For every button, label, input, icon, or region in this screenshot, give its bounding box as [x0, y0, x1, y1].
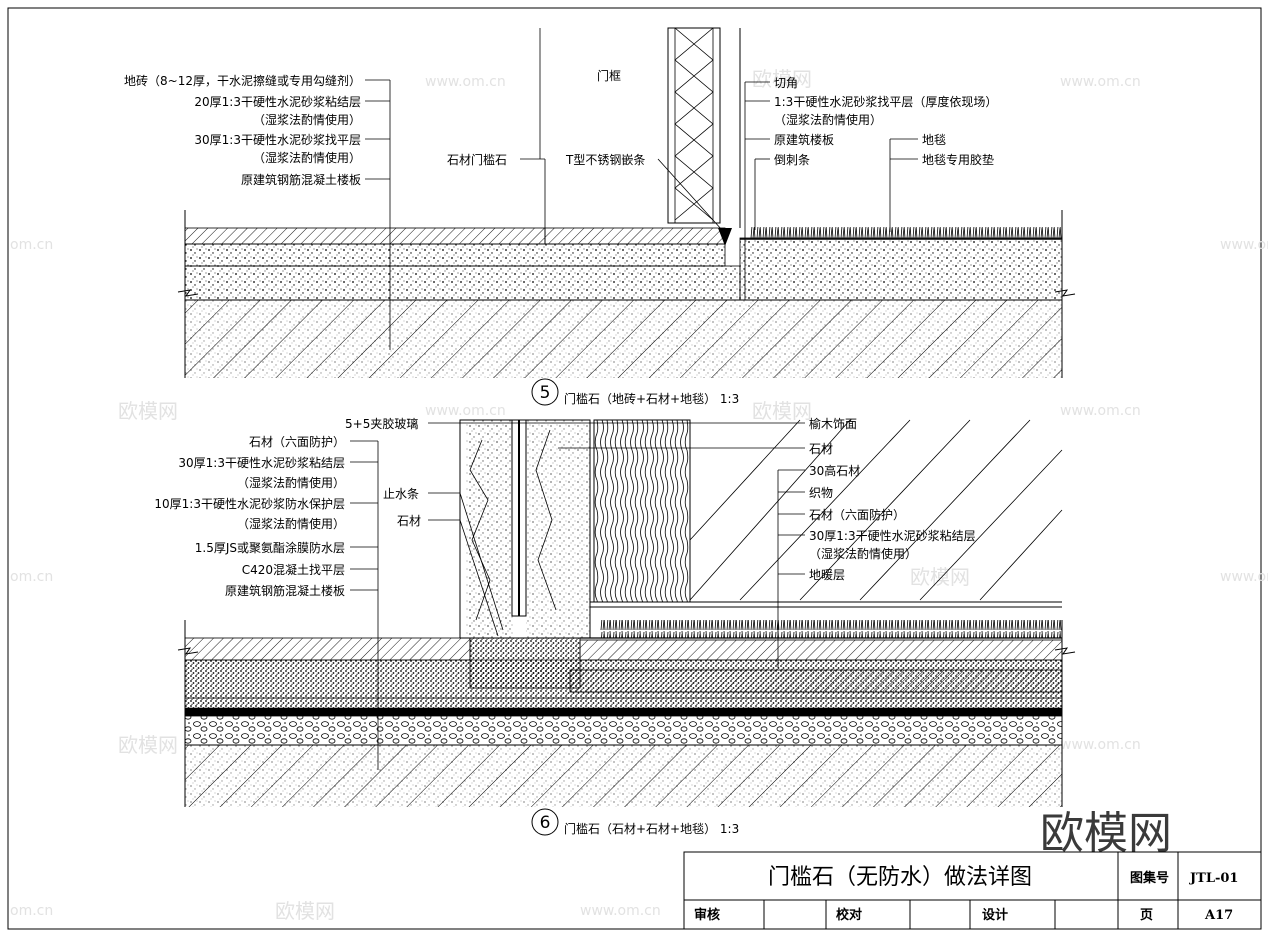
- label-note: （湿浆法酌情使用）: [253, 112, 361, 127]
- label-note: （湿浆法酌情使用）: [774, 112, 882, 127]
- detail6-number: 6: [540, 813, 551, 833]
- label-orig-slab: 原建筑楼板: [774, 132, 834, 147]
- watermark-brand: 欧模网: [118, 733, 178, 757]
- detail5-number: 5: [540, 383, 551, 403]
- page-number: A17: [1204, 908, 1233, 923]
- watermark-site: om.cn: [10, 237, 53, 253]
- label-carpet: 地毯: [922, 133, 946, 147]
- title-block: 门槛石（无防水）做法详图 图集号 JTL-01 审核 校对 设计 页 A17: [683, 851, 1262, 930]
- label-gripper: 倒刺条: [774, 153, 810, 167]
- label-stone-six-side: 石材（六面防护）: [249, 434, 345, 449]
- review-label: 审核: [694, 907, 720, 923]
- label-chamfer: 切角: [774, 76, 798, 90]
- label-bond-right: 30厚1:3干硬性水泥砂浆粘结层: [809, 528, 976, 543]
- drawing-title: 门槛石（无防水）做法详图: [768, 865, 1032, 890]
- watermark-brand: 欧模网: [910, 565, 970, 589]
- drawing-no: JTL-01: [1189, 871, 1238, 886]
- sheet-border: [7, 7, 1262, 930]
- watermark-site: om.cn: [10, 569, 53, 585]
- watermark-brand: 欧模网: [275, 899, 335, 923]
- watermark-site: www.om.cn: [1060, 737, 1141, 753]
- label-fabric: 织物: [809, 486, 833, 500]
- check-label: 校对: [836, 907, 862, 923]
- watermark-brand: 欧模网: [118, 399, 178, 423]
- watermark-site: om.cn: [10, 903, 53, 919]
- label-bond-layer: 20厚1:3干硬性水泥砂浆粘结层: [194, 94, 361, 109]
- label-waterproof: 1.5厚JS或聚氨酯涂膜防水层: [195, 540, 345, 555]
- detail6-number-circle: [531, 808, 559, 836]
- label-leveling-layer: 30厚1:3干硬性水泥砂浆找平层: [194, 132, 361, 147]
- page-label: 页: [1140, 908, 1153, 923]
- label-stone-right: 石材: [809, 442, 833, 456]
- label-right-leveling: 1:3干硬性水泥砂浆找平层（厚度依现场）: [774, 94, 997, 109]
- label-note: （湿浆法酌情使用）: [237, 475, 345, 490]
- label-slab: 原建筑钢筋混凝土楼板: [225, 583, 345, 598]
- label-tile: 地砖（8~12厚，干水泥擦缝或专用勾缝剂）: [124, 73, 361, 88]
- label-t-strip: T型不锈钢嵌条: [565, 153, 645, 167]
- label-stone-threshold: 石材门槛石: [447, 152, 507, 167]
- detail-6-labels: 5+5夹胶玻璃 石材（六面防护） 30厚1:3干硬性水泥砂浆粘结层 （湿浆法酌情…: [154, 416, 975, 836]
- watermark-site: www.om.cn: [425, 74, 506, 90]
- detail-5-drawing: [177, 27, 1076, 378]
- watermark-brand-large: 欧模网: [1040, 808, 1172, 859]
- label-floor-heating: 地暖层: [809, 568, 845, 582]
- watermark-site: www.om.cn: [1220, 569, 1268, 585]
- label-stone-protect: 石材（六面防护）: [809, 507, 905, 522]
- detail-5-labels: 地砖（8~12厚，干水泥擦缝或专用勾缝剂） 20厚1:3干硬性水泥砂浆粘结层 （…: [124, 68, 997, 406]
- watermark-site: www.om.cn: [1220, 237, 1268, 253]
- label-water-stop: 止水条: [383, 487, 419, 501]
- label-concrete-leveling: C420混凝土找平层: [242, 562, 345, 577]
- label-glass: 5+5夹胶玻璃: [345, 416, 418, 431]
- watermark-brand: 欧模网: [752, 399, 812, 423]
- label-bond-layer: 30厚1:3干硬性水泥砂浆粘结层: [178, 455, 345, 470]
- detail6-caption: 门槛石（石材+石材+地毯） 1:3: [564, 821, 739, 836]
- watermark-site: www.om.cn: [580, 903, 661, 919]
- label-protection-layer: 10厚1:3干硬性水泥砂浆防水保护层: [154, 496, 345, 511]
- label-30-stone: 30高石材: [809, 463, 860, 478]
- label-carpet-pad: 地毯专用胶垫: [922, 152, 994, 167]
- detail5-number-circle: [531, 378, 559, 406]
- watermark-site: www.om.cn: [1060, 74, 1141, 90]
- label-stone: 石材: [397, 514, 421, 528]
- watermark-site: www.om.cn: [425, 403, 506, 419]
- label-slab: 原建筑钢筋混凝土楼板: [241, 172, 361, 187]
- label-door-frame: 门框: [597, 68, 621, 83]
- detail5-caption: 门槛石（地砖+石材+地毯） 1:3: [564, 391, 739, 406]
- design-label: 设计: [982, 907, 1008, 923]
- label-elm-veneer: 榆木饰面: [809, 416, 857, 431]
- detail-6-drawing: [177, 419, 1076, 807]
- drawing-no-label: 图集号: [1130, 870, 1169, 886]
- watermark-site: www.om.cn: [1060, 403, 1141, 419]
- watermark-brand: 欧模网: [752, 67, 812, 91]
- label-note: （湿浆法酌情使用）: [809, 546, 917, 561]
- label-note: （湿浆法酌情使用）: [237, 516, 345, 531]
- label-note: （湿浆法酌情使用）: [253, 150, 361, 165]
